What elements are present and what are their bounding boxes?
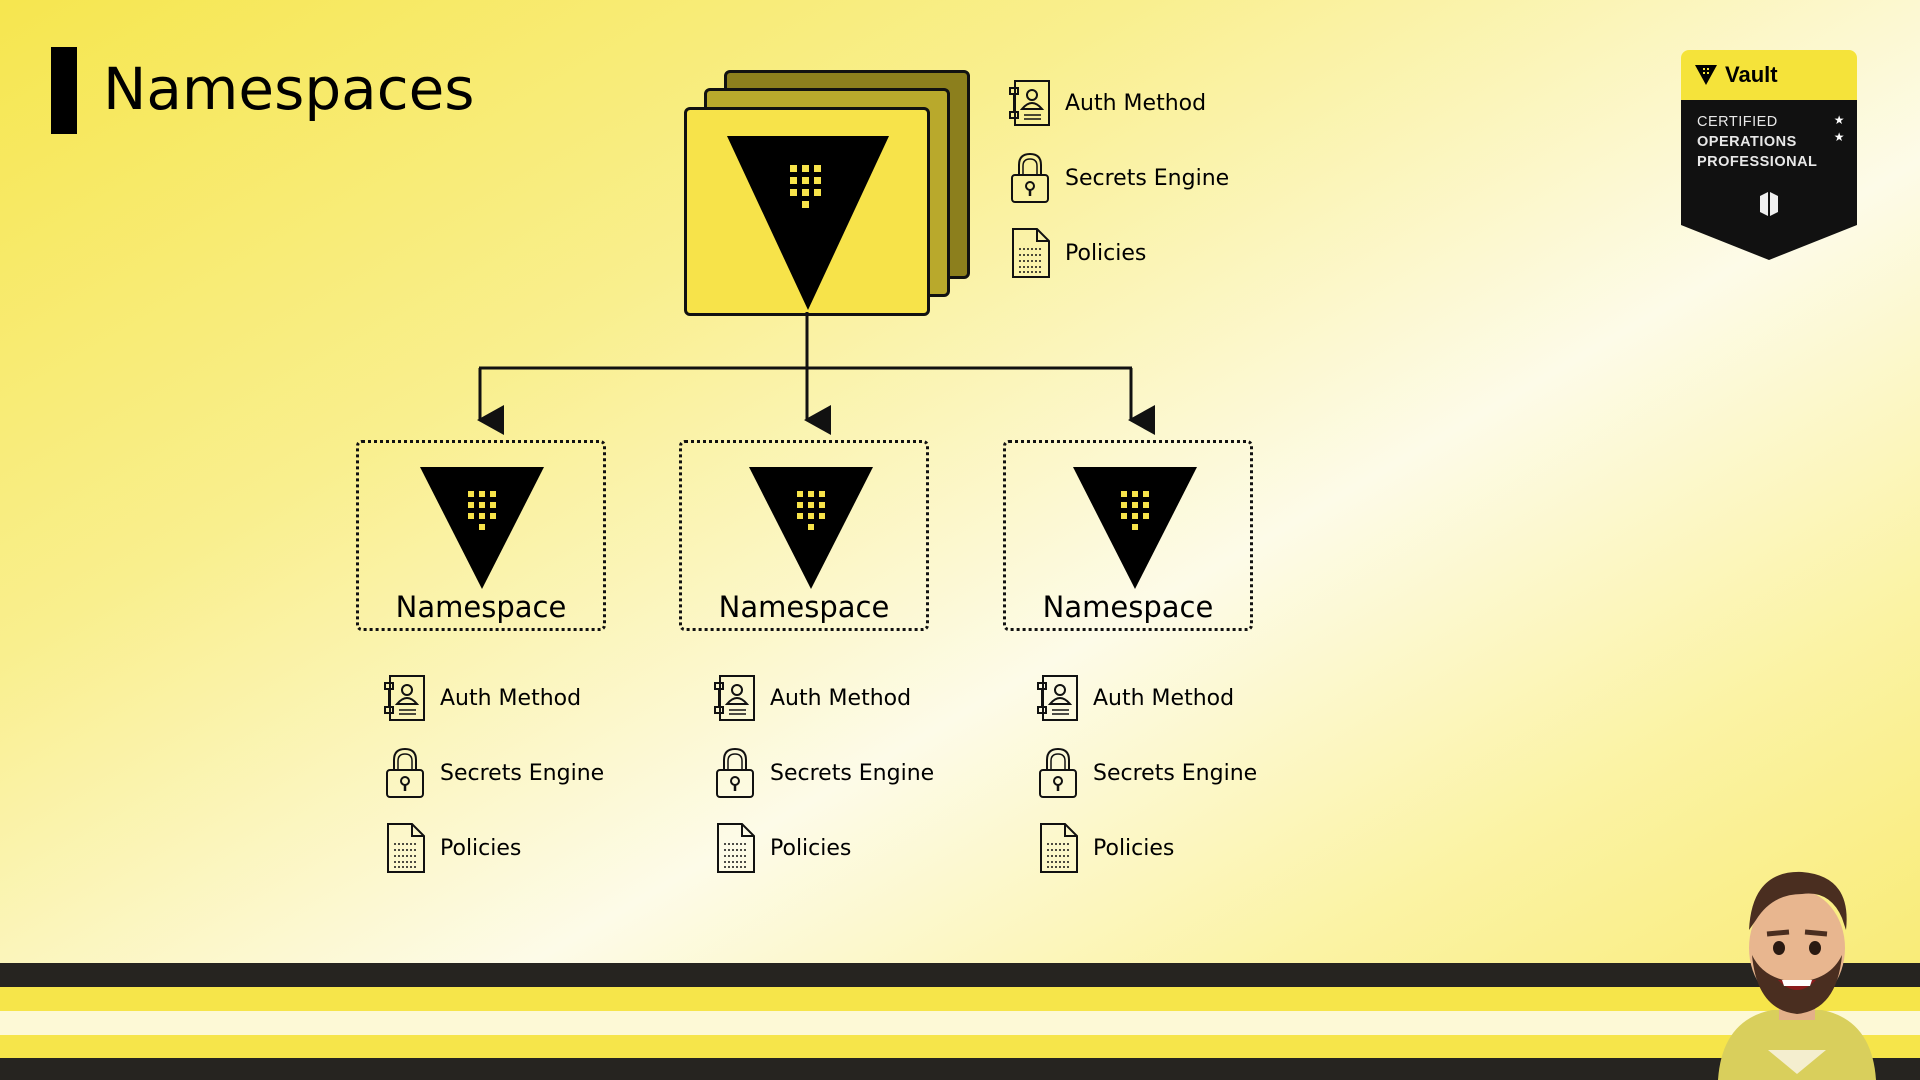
- namespace-box: Namespace: [1003, 440, 1253, 631]
- badge-brand: Vault: [1725, 62, 1778, 87]
- legend-label: Secrets Engine: [1093, 760, 1258, 786]
- document-icon: [1033, 821, 1083, 875]
- title-accent-bar: [51, 47, 77, 134]
- legend-secrets-engine: Secrets Engine: [380, 743, 604, 803]
- namespace-label: Namespace: [395, 590, 567, 624]
- stripe-dark: [0, 1058, 1920, 1080]
- padlock-icon: [380, 746, 430, 800]
- padlock-icon: [1033, 746, 1083, 800]
- namespace-box: Namespace: [356, 440, 606, 631]
- legend-policies: Policies: [1005, 223, 1229, 283]
- legend-label: Policies: [770, 835, 852, 861]
- legend-policies: Policies: [380, 818, 604, 878]
- badge-shield-base: [1681, 172, 1857, 260]
- document-icon: [710, 821, 760, 875]
- stripe-yellow: [0, 1035, 1920, 1058]
- document-icon: [1005, 226, 1055, 280]
- legend-label: Policies: [1093, 835, 1175, 861]
- vault-logo-icon: [420, 467, 544, 589]
- legend-policies: Policies: [1033, 818, 1257, 878]
- legend-label: Secrets Engine: [1065, 165, 1230, 191]
- namespace-legend: Auth Method Secrets Engine Policies: [710, 668, 934, 878]
- padlock-icon: [1005, 151, 1055, 205]
- vault-logo-icon: [1073, 467, 1197, 589]
- presenter-avatar: [1718, 871, 1876, 1080]
- badge-line-professional: PROFESSIONAL: [1697, 154, 1818, 170]
- root-legend: Auth Method Secrets Engine Policies: [1005, 73, 1229, 283]
- vault-logo-icon: [727, 136, 889, 310]
- vault-logo-icon: [749, 467, 873, 589]
- legend-secrets-engine: Secrets Engine: [710, 743, 934, 803]
- page-title: Namespaces: [103, 55, 475, 123]
- vault-card-front: [684, 107, 930, 316]
- namespace-legend: Auth Method Secrets Engine Policies: [1033, 668, 1257, 878]
- auth-method-icon: [1033, 671, 1083, 725]
- stripe-yellow: [0, 987, 1920, 1011]
- legend-label: Secrets Engine: [440, 760, 605, 786]
- certification-badge: Vault CERTIFIED OPERATIONS PROFESSIONAL …: [1681, 50, 1857, 262]
- legend-auth-method: Auth Method: [1005, 73, 1229, 133]
- legend-label: Auth Method: [770, 685, 912, 711]
- auth-method-icon: [1005, 76, 1055, 130]
- legend-label: Secrets Engine: [770, 760, 935, 786]
- padlock-icon: [710, 746, 760, 800]
- namespace-legend: Auth Method Secrets Engine Policies: [380, 668, 604, 878]
- legend-auth-method: Auth Method: [710, 668, 934, 728]
- badge-body: CERTIFIED OPERATIONS PROFESSIONAL ★★: [1681, 100, 1857, 172]
- legend-label: Auth Method: [1093, 685, 1235, 711]
- legend-label: Policies: [440, 835, 522, 861]
- hashicorp-logo-icon: [1760, 192, 1778, 216]
- namespace-label: Namespace: [718, 590, 890, 624]
- vault-logo-icon: [1695, 65, 1717, 85]
- auth-method-icon: [380, 671, 430, 725]
- legend-policies: Policies: [710, 818, 934, 878]
- badge-header: Vault: [1681, 50, 1857, 100]
- namespace-label: Namespace: [1042, 590, 1214, 624]
- badge-text: CERTIFIED OPERATIONS PROFESSIONAL ★★: [1681, 100, 1857, 172]
- legend-label: Auth Method: [440, 685, 582, 711]
- auth-method-icon: [710, 671, 760, 725]
- legend-secrets-engine: Secrets Engine: [1033, 743, 1257, 803]
- document-icon: [380, 821, 430, 875]
- root-vault-node: [684, 70, 970, 316]
- legend-label: Auth Method: [1065, 90, 1207, 116]
- legend-secrets-engine: Secrets Engine: [1005, 148, 1229, 208]
- legend-auth-method: Auth Method: [1033, 668, 1257, 728]
- namespace-box: Namespace: [679, 440, 929, 631]
- badge-line-operations: OPERATIONS: [1697, 134, 1797, 150]
- legend-auth-method: Auth Method: [380, 668, 604, 728]
- stripe-light: [0, 1011, 1920, 1035]
- stripe-dark: [0, 963, 1920, 987]
- badge-line-certified: CERTIFIED: [1697, 114, 1778, 130]
- star-icon: ★★: [1833, 113, 1845, 144]
- legend-label: Policies: [1065, 240, 1147, 266]
